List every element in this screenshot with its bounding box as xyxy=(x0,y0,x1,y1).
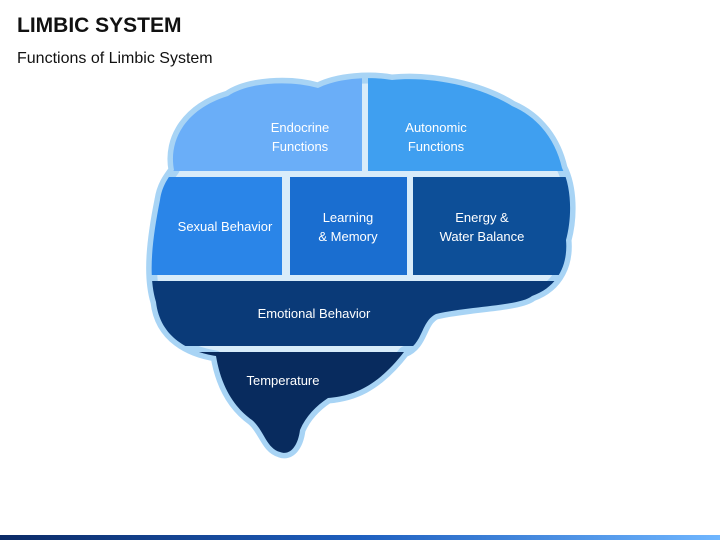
slide-subtitle: Functions of Limbic System xyxy=(17,50,213,67)
label-learning-line2: & Memory xyxy=(318,229,378,244)
region-learning-memory xyxy=(290,177,407,275)
label-emotional-behavior: Emotional Behavior xyxy=(258,306,371,321)
label-autonomic-line1: Autonomic xyxy=(405,120,467,135)
label-sexual-behavior: Sexual Behavior xyxy=(178,219,273,234)
slide-title: LIMBIC SYSTEM xyxy=(17,14,182,37)
label-endocrine-line1: Endocrine xyxy=(271,120,330,135)
region-energy-water xyxy=(413,177,571,275)
label-energy-line2: Water Balance xyxy=(440,229,525,244)
region-sexual-behavior xyxy=(151,177,282,275)
region-temperature xyxy=(151,352,571,453)
label-energy-line1: Energy & xyxy=(455,210,509,225)
label-autonomic-line2: Functions xyxy=(408,139,465,154)
label-endocrine-line2: Functions xyxy=(272,139,329,154)
label-learning-line1: Learning xyxy=(323,210,374,225)
footer-bar xyxy=(0,535,720,540)
label-temperature: Temperature xyxy=(247,373,320,388)
